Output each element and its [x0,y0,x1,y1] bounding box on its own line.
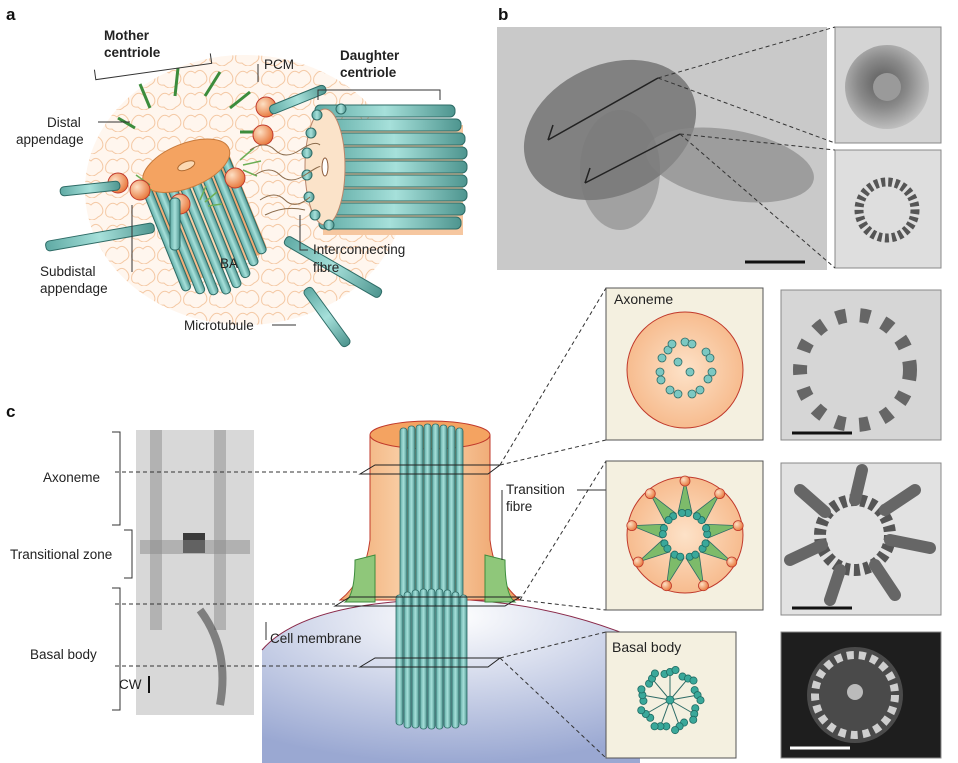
subdistal-appendage-label-1: Subdistal [40,264,96,279]
transition-fibre-tip [626,520,638,532]
panel-a-labels: Mother centriole PCM Daughter centriole … [16,28,441,333]
hub [665,695,675,705]
daughter-centriole [249,103,468,235]
cw-label: CW [119,677,142,692]
transition-fibre-tip [732,520,744,532]
doublet-dot [664,516,673,525]
basal-body-cross-section-box: Basal body [605,631,737,759]
em-axoneme-cross-section [780,289,942,441]
transition-fibre-tip [714,488,726,500]
daughter-centriole-label-1: Daughter [340,48,400,63]
cartwheel-spoke [669,694,698,701]
cartwheel-spoke [669,699,695,715]
axoneme-cross-section-box: Axoneme [605,287,764,441]
transition-fibre-tip [644,488,656,500]
transition-zone-cross-section-box [605,460,764,611]
daughter-centriole-label-2: centriole [340,65,397,80]
panel-c-connectors [115,287,607,759]
panel-a-letter: a [6,5,16,24]
triplet-dot [689,715,698,724]
em-transition-zone-cross-section [780,462,942,616]
panel-b-connectors [657,26,836,269]
triplet-dot [650,669,659,678]
microtubule-label: Microtubule [184,318,254,333]
triplet-dot [671,666,680,675]
transition-fibre-label-2: fibre [506,499,532,514]
free-microtubules [45,84,383,348]
subdistal-appendage-label-2: appendage [40,281,108,296]
em-micrograph-longitudinal [497,27,827,270]
em-cross-section-top [834,26,942,144]
triplet-dot [689,676,698,685]
basal-body-box-title: Basal body [612,639,681,655]
mother-centriole-label-2: centriole [104,45,161,60]
axoneme-box-title: Axoneme [614,291,673,307]
doublet-dot [663,544,672,553]
ba-label: BA [220,256,238,271]
doublet-dot [676,552,685,561]
transitional-zone-label: Transitional zone [10,547,112,562]
transition-fibre-tip [726,556,738,568]
panel-b-letter: b [498,5,508,24]
cartwheel-spoke [659,699,671,727]
interconnecting-fibre-label-1: Interconnecting [313,242,405,257]
transition-fibre-tip [661,580,672,592]
transition-fibre-tip [632,556,644,568]
doublet-dot [691,550,700,559]
panel-c-left-labels: Axoneme Transitional zone Basal body CW [10,431,142,711]
em-basal-body-cross-section [780,631,942,759]
triplet-dot [637,706,646,715]
cartwheel-spoke [651,678,671,701]
basal-body-side-label: Basal body [30,647,97,662]
doublet-dot [701,539,710,548]
doublet-dot [702,524,711,533]
cell-membrane-label: Cell membrane [270,631,362,646]
cartwheel-spoke [669,699,681,727]
doublet-dot [658,530,667,539]
mother-centriole-label-1: Mother [104,28,150,43]
cartwheel-spoke [645,699,671,715]
doublet-dot [678,508,687,517]
pcm-label: PCM [264,57,294,72]
panel-c-letter: c [6,402,15,421]
doublet-dot [692,512,701,521]
cartwheel-spoke [642,694,671,701]
interconnecting-fibre-label-2: fibre [313,260,339,275]
triplet-dot [671,726,680,735]
triplet-dot [637,685,646,694]
em-cilium-longitudinal [136,430,254,715]
distal-appendage-label-2: appendage [16,132,84,147]
transition-fibre-label-1: Transition [506,482,565,497]
cilium [333,420,522,730]
axoneme-side-label: Axoneme [43,470,100,485]
transition-fibre-tip [698,580,709,592]
transition-fibre-tip [679,475,691,487]
em-cross-section-bottom [834,149,942,269]
triplet-dot [696,696,705,705]
triplet-dot [650,722,659,731]
distal-appendage-label-1: Distal [47,115,81,130]
cartwheel-spoke [669,678,689,701]
